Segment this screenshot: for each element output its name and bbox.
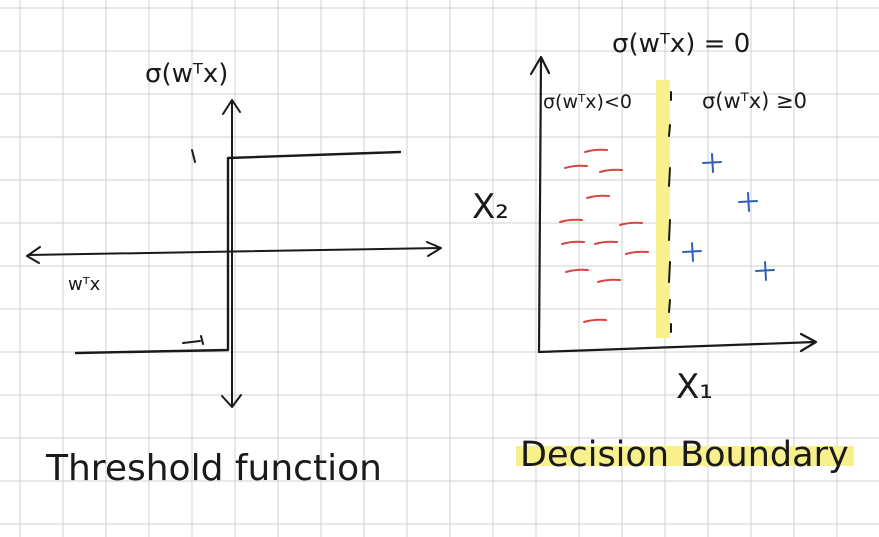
boundary-highlight (656, 80, 670, 338)
positive-mark (682, 242, 702, 262)
plot-caption: Decision Boundary (520, 435, 849, 475)
positive-mark (755, 261, 775, 281)
positive-marks (682, 153, 775, 281)
x-axis-label: wᵀx (68, 274, 101, 295)
negative-mark (625, 250, 649, 255)
plot-caption: Threshold function (45, 448, 382, 489)
positive-mark (702, 153, 722, 173)
caption-highlight (516, 446, 854, 466)
negative-marks (559, 148, 649, 323)
negative-mark (561, 240, 585, 245)
decision-boundary-plot: σ(wᵀx) = 0 σ(wᵀx)<0 σ(wᵀx) ≥0 X₂ X₁ Deci… (472, 29, 854, 475)
negative-mark (564, 164, 588, 169)
negative-mark (594, 240, 618, 245)
y-axis (221, 99, 242, 408)
step-curve (74, 150, 402, 355)
boundary-label: σ(wᵀx) = 0 (612, 29, 750, 59)
tick-mark-upper (191, 149, 196, 163)
negative-mark (586, 194, 610, 199)
negative-mark (583, 318, 607, 323)
boundary-line (668, 91, 672, 333)
y-axis-label: X₂ (472, 187, 509, 227)
negative-mark (559, 218, 583, 223)
y-axis-label: σ(wᵀx) (145, 59, 228, 89)
negative-mark (619, 221, 643, 226)
threshold-function-plot: σ(wᵀx) wᵀx Threshold function (26, 59, 442, 489)
negative-mark (597, 278, 621, 283)
x1-axis (537, 332, 818, 354)
region-right-label: σ(wᵀx) ≥0 (702, 89, 807, 113)
negative-mark (584, 148, 608, 153)
x2-axis (529, 55, 551, 354)
negative-mark (565, 268, 589, 273)
region-left-label: σ(wᵀx)<0 (543, 91, 632, 113)
positive-mark (738, 192, 758, 212)
negative-mark (599, 168, 623, 173)
x-axis (26, 241, 442, 264)
tick-mark-lower (182, 335, 204, 345)
x-axis-label: X₁ (676, 367, 713, 407)
